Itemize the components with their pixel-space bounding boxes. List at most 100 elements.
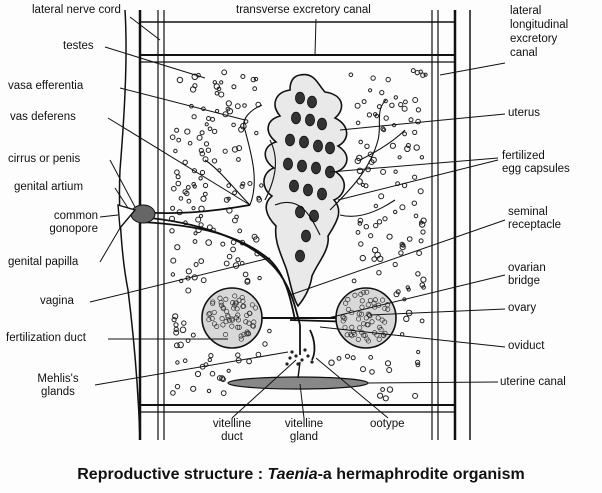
- ovary-lobule: [355, 336, 361, 342]
- testis-follicle: [221, 69, 228, 76]
- testis-follicle: [358, 139, 364, 145]
- ovary-lobule: [369, 319, 375, 325]
- testis-follicle: [199, 151, 206, 157]
- ovary-lobule: [234, 306, 240, 312]
- testis-follicle: [415, 359, 421, 365]
- egg-capsule: [308, 209, 319, 223]
- testis-follicle: [191, 168, 197, 174]
- egg-capsule: [310, 161, 321, 175]
- segment-outline: [118, 9, 471, 441]
- testis-follicle: [219, 80, 224, 85]
- testis-follicle: [242, 103, 247, 108]
- ovary-texture: [206, 289, 391, 344]
- testis-follicle: [207, 357, 213, 363]
- ovary-lobule: [363, 315, 369, 321]
- egg-capsule: [316, 117, 327, 131]
- testis-follicle: [207, 126, 213, 132]
- testis-follicle: [401, 105, 408, 112]
- testis-follicle: [171, 317, 177, 323]
- testis-follicle: [418, 238, 424, 244]
- testis-follicle: [192, 239, 198, 244]
- testis-follicle: [225, 106, 231, 112]
- testis-follicle: [211, 158, 218, 164]
- testis-follicle: [173, 322, 179, 328]
- testis-follicle: [200, 277, 207, 284]
- testis-follicle: [234, 103, 241, 110]
- testis-follicle: [403, 315, 410, 322]
- testis-follicle: [412, 97, 419, 103]
- ovary-lobule: [356, 316, 362, 322]
- testis-follicle: [397, 155, 402, 160]
- testis-follicle: [415, 118, 421, 125]
- egg-capsule: [312, 139, 323, 153]
- testis-follicle: [219, 375, 226, 382]
- testis-follicle: [419, 282, 426, 288]
- leader-lines: [89, 16, 506, 419]
- testis-follicle: [216, 375, 223, 381]
- testis-follicle: [247, 181, 253, 186]
- testis-follicle: [170, 205, 176, 211]
- testis-follicle: [378, 193, 385, 200]
- ovary-lobule: [340, 314, 346, 320]
- testis-follicle: [179, 326, 187, 334]
- testis-follicle: [239, 183, 245, 189]
- testis-follicle: [383, 98, 388, 104]
- testis-follicle: [262, 341, 268, 347]
- testis-follicle: [206, 388, 212, 394]
- testis-follicle: [206, 116, 211, 121]
- egg-capsule: [298, 135, 309, 149]
- testis-follicle: [415, 271, 421, 277]
- testis-follicle: [209, 370, 216, 377]
- testis-follicle: [411, 200, 417, 206]
- label-vas-deferens: vas deferens: [10, 111, 76, 123]
- testis-follicle: [350, 355, 356, 361]
- testis-follicle: [226, 108, 234, 115]
- ovary-lobule: [357, 325, 363, 331]
- testis-follicle: [204, 122, 209, 127]
- testis-follicle: [419, 220, 424, 225]
- ovary-lobule: [224, 308, 230, 314]
- ovary-lobule: [360, 321, 367, 327]
- testis-follicle: [380, 387, 386, 392]
- ovary-lobule: [250, 323, 256, 329]
- ovary-lobule: [239, 294, 245, 301]
- ovary-lobule: [365, 302, 371, 308]
- ovary-lobule: [226, 317, 232, 323]
- testis-follicle: [199, 130, 205, 136]
- testis-follicle: [240, 74, 246, 79]
- testis-follicle: [370, 156, 377, 164]
- testis-follicle: [173, 329, 180, 336]
- ovary-lobule: [359, 311, 365, 317]
- testis-follicle: [392, 261, 398, 268]
- testis-follicle: [413, 213, 419, 219]
- testis-follicle: [389, 102, 395, 109]
- testis-follicle: [420, 72, 426, 78]
- testis-follicle: [220, 241, 226, 247]
- egg-capsule: [296, 159, 307, 173]
- testis-follicle: [174, 127, 180, 133]
- testis-follicle: [254, 130, 259, 136]
- testis-follicle: [194, 370, 202, 378]
- testis-follicle: [356, 167, 364, 175]
- testis-follicle: [238, 126, 245, 133]
- testis-follicle: [235, 257, 241, 263]
- ovary-lobule: [376, 336, 382, 342]
- testis-follicle: [256, 197, 263, 203]
- testis-follicle: [191, 182, 196, 187]
- testis-follicle: [235, 352, 241, 358]
- ovary-lobule: [365, 311, 371, 317]
- testis-follicle: [259, 183, 264, 188]
- ovary-lobule: [345, 297, 351, 303]
- testis-follicle: [173, 148, 178, 154]
- testis-follicle: [328, 359, 335, 366]
- label-cirrus-or-penis: cirrus or penis: [8, 153, 81, 165]
- ovary-lobule: [345, 306, 351, 312]
- testis-follicle: [253, 76, 259, 82]
- testis-follicle: [393, 291, 400, 298]
- testis-follicle: [416, 349, 421, 355]
- testis-follicle: [359, 254, 366, 262]
- testis-follicle: [196, 134, 203, 141]
- ovary-lobule: [358, 291, 364, 297]
- testis-follicle: [195, 216, 202, 223]
